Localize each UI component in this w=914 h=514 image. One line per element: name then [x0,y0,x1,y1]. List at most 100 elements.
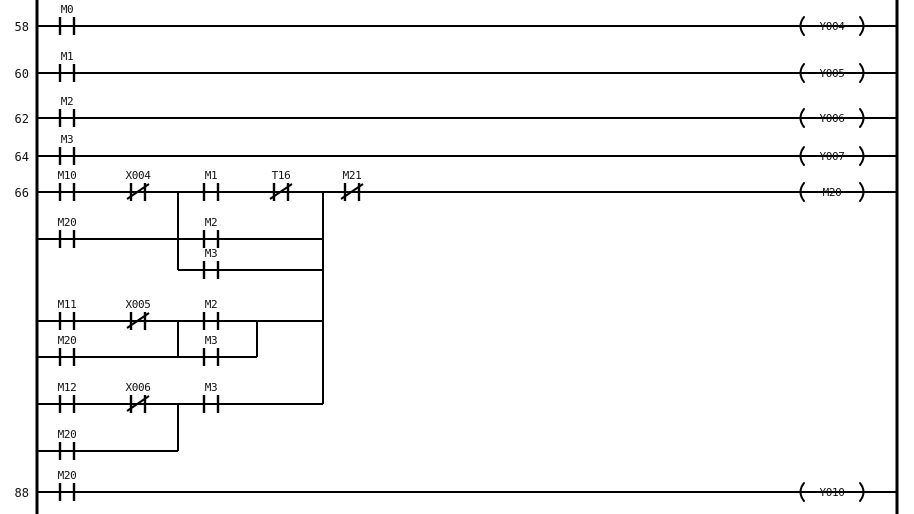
contact-X006-branch-9[interactable]: X006 [126,381,151,413]
step-number-58: 58 [15,20,29,34]
branch-row-M11-3: M11 [37,298,178,330]
branch-row-M3-10: M3 [178,381,323,413]
branch-row-M3-7: M3 [178,334,257,366]
coil-Y007[interactable]: Y007 [799,146,865,166]
step-number-88: 88 [15,486,29,500]
coil-arc-left [799,16,805,36]
contact-X004-4-1[interactable]: X004 [126,169,152,201]
contact-M12-branch-8[interactable]: M12 [58,381,77,413]
contact-label: M3 [61,133,73,146]
contact-label: M20 [58,428,77,441]
coil-Y006[interactable]: Y006 [799,108,865,128]
contact-label: M3 [205,334,217,347]
contact-label: X004 [126,169,152,182]
contact-M1-1-0[interactable]: M1 [58,50,76,82]
coil-arc-right [859,182,865,202]
contact-label: M11 [58,298,77,311]
branch-row-M12-8: M12 [37,381,178,413]
contact-T16-4-3[interactable]: T16 [269,169,293,201]
step-number-66: 66 [15,186,29,200]
contact-M11-branch-3[interactable]: M11 [58,298,77,330]
contact-M3-branch-2[interactable]: M3 [202,247,220,279]
contact-nc-slash [340,183,364,200]
contact-M3-branch-10[interactable]: M3 [202,381,220,413]
coil-label: M20 [823,186,842,199]
contact-nc-slash [126,395,150,412]
branch-row-X006-9: X006 [126,381,151,413]
contact-M3-branch-7[interactable]: M3 [202,334,220,366]
contact-label: M3 [205,381,217,394]
contact-M20-branch-6[interactable]: M20 [58,334,77,366]
power-rails [35,0,899,514]
coil-arc-left [799,63,805,83]
contact-M20-branch-11[interactable]: M20 [58,428,77,460]
contact-label: M20 [58,469,77,482]
branch-row-M2-1: M2 [178,216,323,248]
coil-arc-left [799,182,805,202]
coil-arc-right [859,16,865,36]
step-number-60: 60 [15,67,29,81]
contact-M21-4-4[interactable]: M21 [340,169,364,201]
contact-nc-slash [126,312,150,329]
contact-label: M12 [58,381,77,394]
coil-label: Y004 [820,20,846,33]
contact-M2-branch-5[interactable]: M2 [202,298,220,330]
contact-M10-4-0[interactable]: M10 [58,169,77,201]
coil-arc-left [799,146,805,166]
branch-row-M2-5: M2 [178,298,323,330]
branch-row-X005-4: X005 [126,298,151,330]
contact-M20-branch-0[interactable]: M20 [58,216,77,248]
contact-label: T16 [272,169,291,182]
coil-Y010[interactable]: Y010 [799,482,865,502]
contact-label: M20 [58,334,77,347]
contact-M1-4-2[interactable]: M1 [202,169,220,201]
branch-row-M20-11: M20 [37,428,178,460]
contact-nc-slash [269,183,293,200]
coil-arc-right [859,482,865,502]
coil-label: Y007 [820,150,845,163]
coil-Y004[interactable]: Y004 [799,16,865,36]
contact-label: M21 [343,169,362,182]
contact-M20-5-0[interactable]: M20 [58,469,77,501]
coil-label: Y010 [820,486,845,499]
contact-label: M2 [61,95,73,108]
coil-M20[interactable]: M20 [799,182,865,202]
vertical-link-group [36,192,324,492]
coil-label: Y006 [820,112,845,125]
contact-label: M2 [205,298,217,311]
contact-M2-branch-1[interactable]: M2 [202,216,220,248]
contact-label: X006 [126,381,151,394]
coil-arc-right [859,108,865,128]
contact-label: M0 [61,3,73,16]
contact-X005-branch-4[interactable]: X005 [126,298,151,330]
coil-arc-left [799,108,805,128]
contact-label: M1 [205,169,217,182]
contact-nc-slash [126,183,150,200]
contact-label: M20 [58,216,77,229]
contact-M3-3-0[interactable]: M3 [58,133,76,165]
step-number-62: 62 [15,112,29,126]
contact-M2-2-0[interactable]: M2 [58,95,76,127]
branch-row-M20-0: M20 [37,216,178,248]
coil-Y005[interactable]: Y005 [799,63,865,83]
coil-arc-right [859,146,865,166]
step-number-64: 64 [15,150,29,164]
branch-row-M3-2: M3 [178,247,323,279]
branch-row-M20-6: M20 [37,334,178,366]
contact-label: M3 [205,247,217,260]
contact-label: M2 [205,216,217,229]
contact-label: M10 [58,169,77,182]
coil-arc-right [859,63,865,83]
contact-M0-0-0[interactable]: M0 [58,3,76,35]
contact-label: X005 [126,298,151,311]
coil-label: Y005 [820,67,845,80]
